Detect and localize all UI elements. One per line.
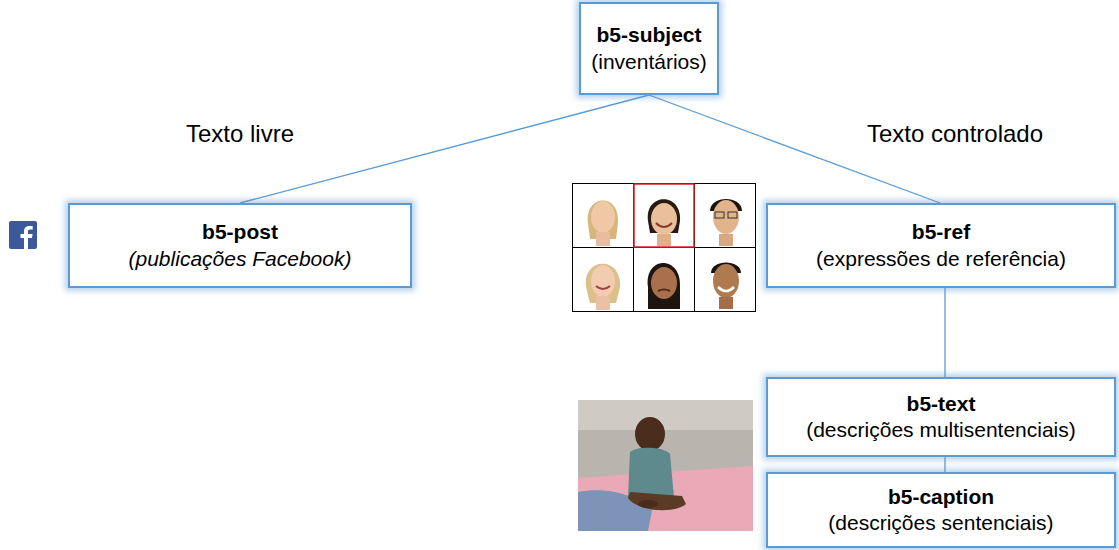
box-title: b5-caption bbox=[888, 484, 994, 510]
box-subtitle: (expressões de referência) bbox=[816, 246, 1066, 272]
facebook-icon bbox=[9, 221, 37, 249]
box-subtitle: (descrições sentenciais) bbox=[828, 510, 1053, 536]
dataset-box: b5-caption(descrições sentenciais) bbox=[766, 472, 1116, 548]
target-highlight bbox=[634, 184, 694, 247]
box-subtitle: (inventários) bbox=[591, 49, 707, 75]
child-photo bbox=[578, 400, 753, 531]
faces-grid bbox=[572, 183, 756, 312]
icon-square bbox=[9, 221, 37, 249]
dataset-box: b5-subject(inventários) bbox=[579, 2, 719, 95]
photo-wall-top bbox=[578, 400, 753, 430]
box-title: b5-subject bbox=[596, 22, 701, 48]
face-2 bbox=[648, 199, 680, 246]
branch-label: Texto controlado bbox=[867, 120, 1043, 148]
face-3 bbox=[710, 199, 742, 246]
dataset-box: b5-text(descrições multisentenciais) bbox=[766, 377, 1116, 457]
tree-connector bbox=[944, 288, 945, 377]
face-6 bbox=[711, 263, 741, 310]
box-title: b5-text bbox=[907, 391, 976, 417]
box-subtitle: (publicações Facebook) bbox=[129, 246, 352, 272]
grid-lines bbox=[572, 183, 756, 312]
branch-label: Texto livre bbox=[186, 120, 294, 148]
box-title: b5-post bbox=[202, 219, 278, 245]
photo-child bbox=[628, 417, 686, 510]
tree-connector bbox=[944, 457, 945, 472]
dataset-box: b5-ref(expressões de referência) bbox=[766, 203, 1116, 288]
photo-wall bbox=[578, 400, 753, 531]
dataset-box: b5-post(publicações Facebook) bbox=[68, 203, 412, 288]
box-title: b5-ref bbox=[912, 219, 970, 245]
box-subtitle: (descrições multisentenciais) bbox=[806, 417, 1076, 443]
face-5 bbox=[648, 263, 680, 309]
icon-letter-shape bbox=[21, 226, 33, 249]
grid-ground bbox=[572, 183, 756, 312]
face-4 bbox=[586, 264, 620, 310]
face-1 bbox=[588, 200, 618, 246]
